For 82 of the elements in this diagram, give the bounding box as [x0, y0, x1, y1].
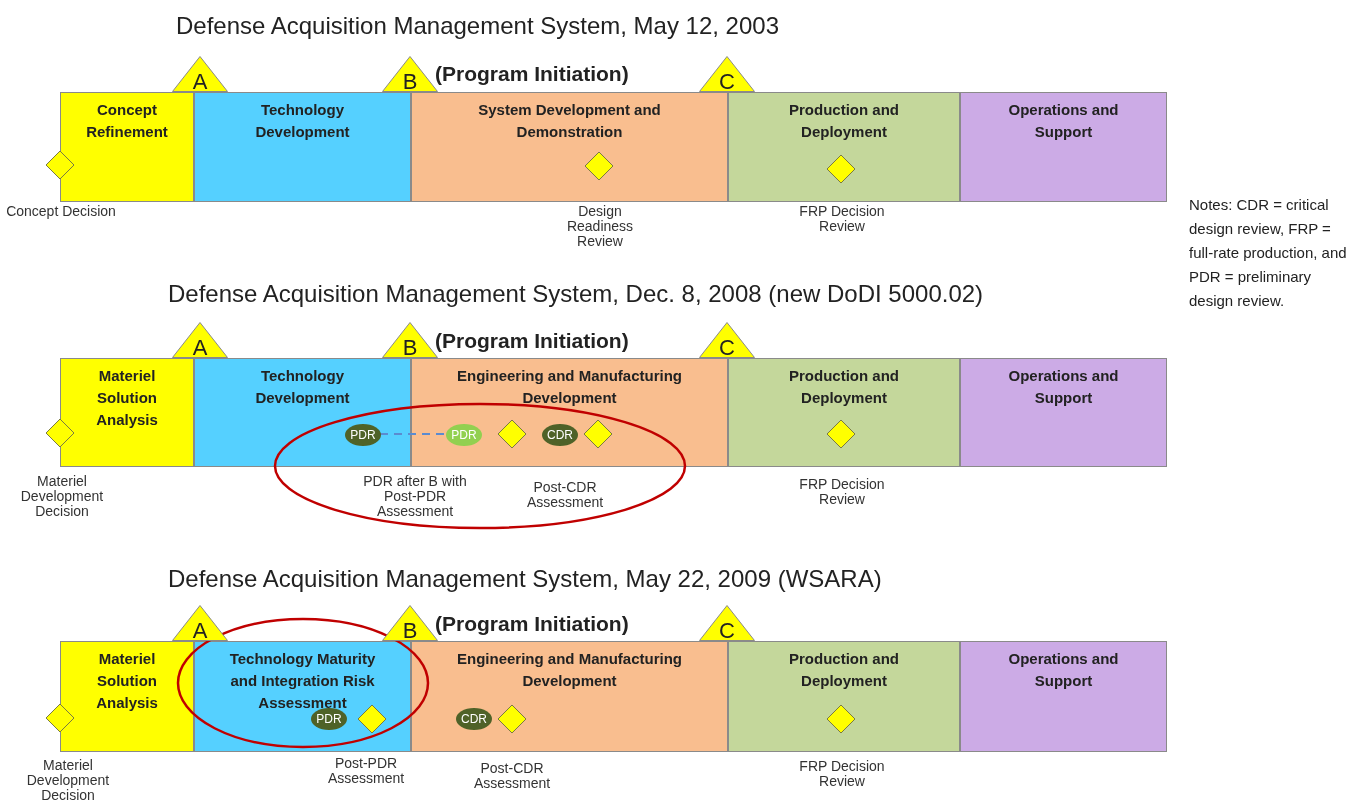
- review-ellipse: PDR: [345, 424, 381, 446]
- decision-diamond: [497, 704, 527, 734]
- phase-box: [728, 358, 960, 467]
- phase-box: [960, 358, 1167, 467]
- phase-title: Production and Deployment: [788, 366, 900, 408]
- milestone-triangle: [699, 56, 755, 92]
- milestone-letter: B: [401, 619, 419, 643]
- milestone-caption: Post-CDR Assessment: [525, 480, 605, 510]
- milestone-letter: B: [401, 336, 419, 360]
- review-ellipse: CDR: [542, 424, 578, 446]
- milestone-caption: Materiel Development Decision: [19, 474, 105, 519]
- annotation: (Program Initiation): [435, 612, 629, 636]
- milestone-triangle: [382, 56, 438, 92]
- review-ellipse: PDR: [311, 708, 347, 730]
- chart-title: Defense Acquisition Management System, May 12, 2003: [176, 12, 779, 40]
- phase-title: Engineering and Manufacturing Development: [456, 649, 683, 691]
- phase-box: [194, 358, 411, 467]
- decision-diamond: [497, 419, 527, 449]
- milestone-triangle: [172, 322, 228, 358]
- phase-title: Operations and Support: [1007, 649, 1120, 691]
- phase-box: [960, 92, 1167, 202]
- milestone-triangle: [172, 56, 228, 92]
- phase-box: [411, 92, 728, 202]
- milestone-caption: FRP Decision Review: [798, 204, 886, 234]
- milestone-caption: FRP Decision Review: [798, 759, 886, 789]
- milestone-caption: Post-PDR Assessment: [326, 756, 406, 786]
- milestone-caption: Design Readiness Review: [565, 204, 635, 249]
- phase-box: [728, 641, 960, 752]
- phase-title: Operations and Support: [1007, 366, 1120, 408]
- milestone-triangle: [382, 322, 438, 358]
- phase-title: Concept Refinement: [85, 100, 169, 142]
- milestone-letter: C: [718, 336, 736, 360]
- milestone-caption: PDR after B with Post-PDR Assessment: [362, 474, 468, 519]
- milestone-caption: Materiel Development Decision: [25, 758, 111, 803]
- decision-diamond: [826, 704, 856, 734]
- phase-box: [60, 641, 194, 752]
- chart-title: Defense Acquisition Management System, May 22, 2009 (WSARA): [168, 565, 882, 593]
- phase-box: [60, 92, 194, 202]
- connector-line: [379, 433, 446, 435]
- milestone-triangle: [699, 605, 755, 641]
- annotation: (Program Initiation): [435, 329, 629, 353]
- phase-title: Materiel Solution Analysis: [95, 649, 159, 713]
- phase-box: [960, 641, 1167, 752]
- milestone-letter: A: [191, 70, 209, 94]
- decision-diamond: [583, 419, 613, 449]
- milestone-caption: Post-CDR Assessment: [472, 761, 552, 791]
- decision-diamond: [45, 150, 75, 180]
- phase-title: Materiel Solution Analysis: [95, 366, 159, 430]
- review-ellipse: PDR: [446, 424, 482, 446]
- decision-diamond: [584, 151, 614, 181]
- decision-diamond: [826, 154, 856, 184]
- milestone-caption: FRP Decision Review: [798, 477, 886, 507]
- milestone-letter: B: [401, 70, 419, 94]
- chart-title: Defense Acquisition Management System, Dec. 8, 2008 (new DoDI 5000.02): [168, 280, 984, 308]
- notes-text: Notes: CDR = critical design review, FRP = full-rate production, and PDR = preliminary design review.: [1189, 195, 1348, 311]
- phase-box: [60, 358, 194, 467]
- phase-box: [411, 358, 728, 467]
- milestone-letter: C: [718, 70, 736, 94]
- phase-title: System Development and Demonstration: [477, 100, 662, 142]
- decision-diamond: [45, 418, 75, 448]
- milestone-letter: A: [191, 619, 209, 643]
- phase-box: [194, 92, 411, 202]
- annotation: (Program Initiation): [435, 62, 629, 86]
- phase-title: Technology Development: [254, 100, 351, 142]
- milestone-caption: Concept Decision: [6, 204, 116, 219]
- phase-box: [194, 641, 411, 752]
- phase-box: [728, 92, 960, 202]
- decision-diamond: [45, 703, 75, 733]
- phase-title: Production and Deployment: [788, 100, 900, 142]
- phase-box: [411, 641, 728, 752]
- decision-diamond: [826, 419, 856, 449]
- milestone-letter: C: [718, 619, 736, 643]
- phase-title: Production and Deployment: [788, 649, 900, 691]
- phase-title: Engineering and Manufacturing Development: [456, 366, 683, 408]
- phase-title: Operations and Support: [1007, 100, 1120, 142]
- milestone-triangle: [699, 322, 755, 358]
- decision-diamond: [357, 704, 387, 734]
- review-ellipse: CDR: [456, 708, 492, 730]
- milestone-triangle: [382, 605, 438, 641]
- phase-title: Technology Development: [254, 366, 351, 408]
- milestone-letter: A: [191, 336, 209, 360]
- milestone-triangle: [172, 605, 228, 641]
